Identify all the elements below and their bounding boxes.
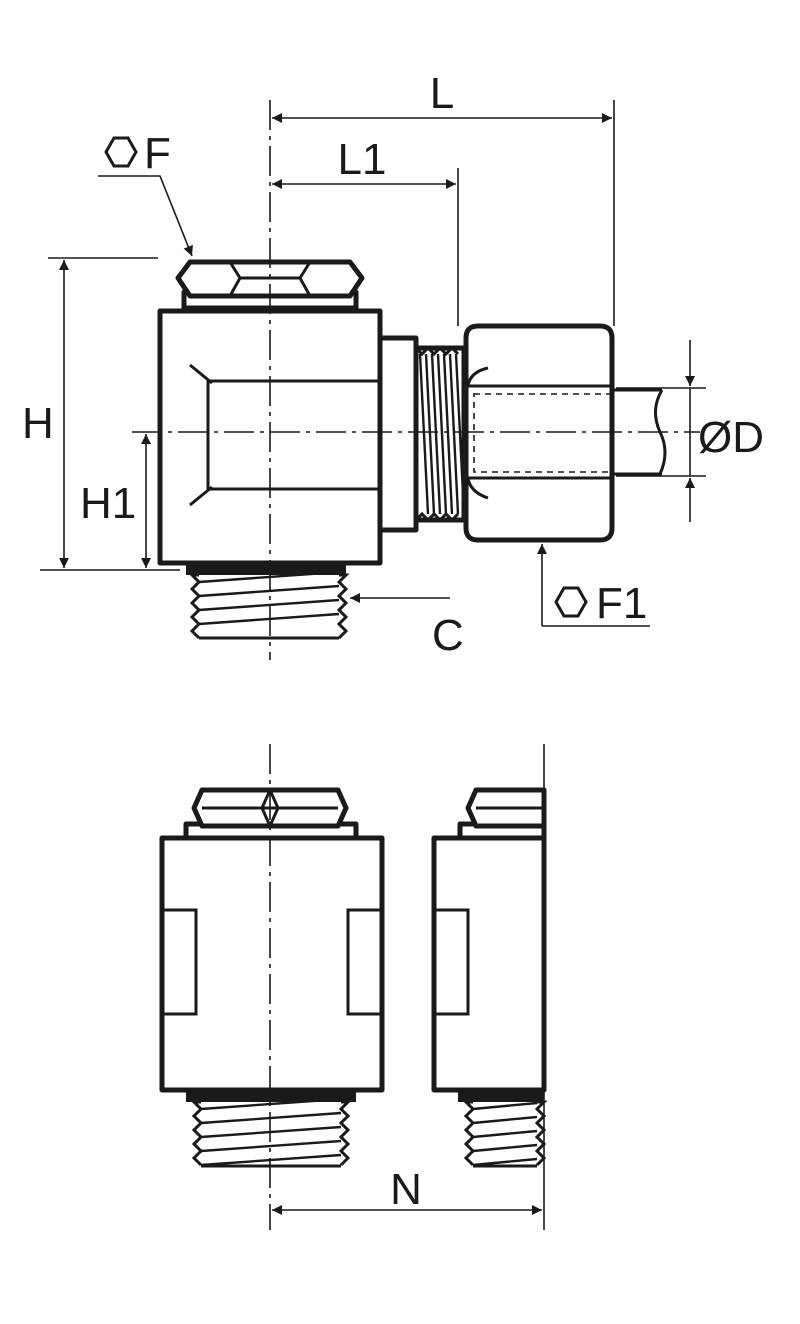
half-section-body	[431, 787, 548, 1168]
dimension-H1: H1	[80, 434, 151, 568]
bottom-thread	[186, 563, 350, 640]
label-L: L	[430, 69, 454, 118]
label-H1: H1	[80, 479, 136, 528]
label-H: H	[22, 399, 54, 448]
dimension-D: ØD	[616, 340, 764, 522]
dimension-N: N	[272, 1165, 542, 1215]
dimension-C: C	[350, 593, 464, 660]
front-view: N	[159, 744, 548, 1230]
label-D: ØD	[698, 413, 764, 462]
hexagon-icon	[554, 586, 588, 618]
union-nut	[463, 323, 615, 543]
hexagon-icon	[104, 136, 138, 168]
dimension-F1: F1	[537, 544, 650, 628]
label-L1: L1	[338, 135, 387, 184]
label-C: C	[432, 611, 464, 660]
front-body	[159, 787, 385, 1168]
dimension-L1: L1	[272, 135, 459, 326]
side-view: L L1 F H H1 C	[22, 69, 764, 660]
dimension-F: F	[98, 129, 193, 257]
dimension-L: L	[272, 69, 615, 326]
label-F: F	[144, 129, 171, 178]
dimension-H: H	[22, 257, 180, 571]
label-N: N	[390, 1165, 422, 1214]
side-thread	[377, 335, 467, 533]
label-F1: F1	[596, 579, 647, 628]
fitting-body	[157, 308, 400, 566]
